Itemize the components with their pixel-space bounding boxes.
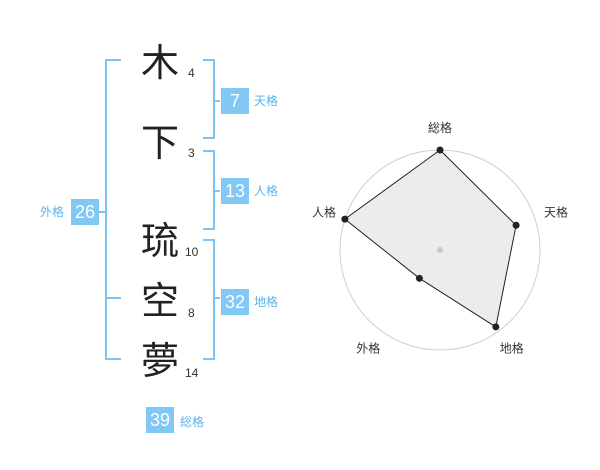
name-char-4: 空 bbox=[140, 279, 179, 323]
radar-point-5 bbox=[341, 215, 349, 223]
tenkaku-value: 7 bbox=[221, 88, 249, 114]
jinkaku-value: 13 bbox=[221, 178, 249, 204]
name-char-1: 木 bbox=[140, 41, 179, 85]
radar-axis-label-5: 人格 bbox=[312, 204, 336, 219]
radar-point-2 bbox=[512, 221, 520, 229]
radar-point-3 bbox=[492, 323, 500, 331]
tenkaku-label: 天格 bbox=[254, 94, 279, 108]
gaikaku-label: 外格 bbox=[40, 205, 65, 219]
radar-axis-label-2: 天格 bbox=[544, 204, 568, 219]
name-char-3: 琉 bbox=[140, 219, 179, 263]
gaikaku-value: 26 bbox=[71, 199, 99, 225]
radar-axis-label-4: 外格 bbox=[356, 341, 380, 356]
radar-point-4 bbox=[415, 274, 423, 282]
radar-axis-label-1: 総格 bbox=[428, 120, 452, 135]
stroke-count-2: 3 bbox=[188, 146, 195, 160]
tenkaku-bracket bbox=[203, 59, 215, 139]
jinkaku-label: 人格 bbox=[254, 184, 279, 198]
stroke-count-4: 8 bbox=[188, 306, 195, 320]
name-char-2: 下 bbox=[140, 121, 179, 165]
radar-shape bbox=[344, 149, 517, 328]
gaikaku-bracket bbox=[105, 59, 121, 360]
radar-axis-label-3: 地格 bbox=[500, 341, 524, 356]
chikaku-bracket bbox=[203, 239, 215, 360]
radar-center-dot bbox=[437, 247, 443, 253]
soukaku-value: 39 bbox=[146, 407, 174, 433]
stroke-count-3: 10 bbox=[185, 245, 199, 259]
stroke-count-1: 4 bbox=[188, 66, 195, 80]
soukaku-label: 総格 bbox=[180, 415, 205, 429]
stroke-count-5: 14 bbox=[185, 366, 199, 380]
chikaku-value: 32 bbox=[221, 289, 249, 315]
chikaku-label: 地格 bbox=[254, 295, 279, 309]
name-char-5: 夢 bbox=[140, 339, 179, 383]
radar-point-1 bbox=[436, 146, 444, 154]
